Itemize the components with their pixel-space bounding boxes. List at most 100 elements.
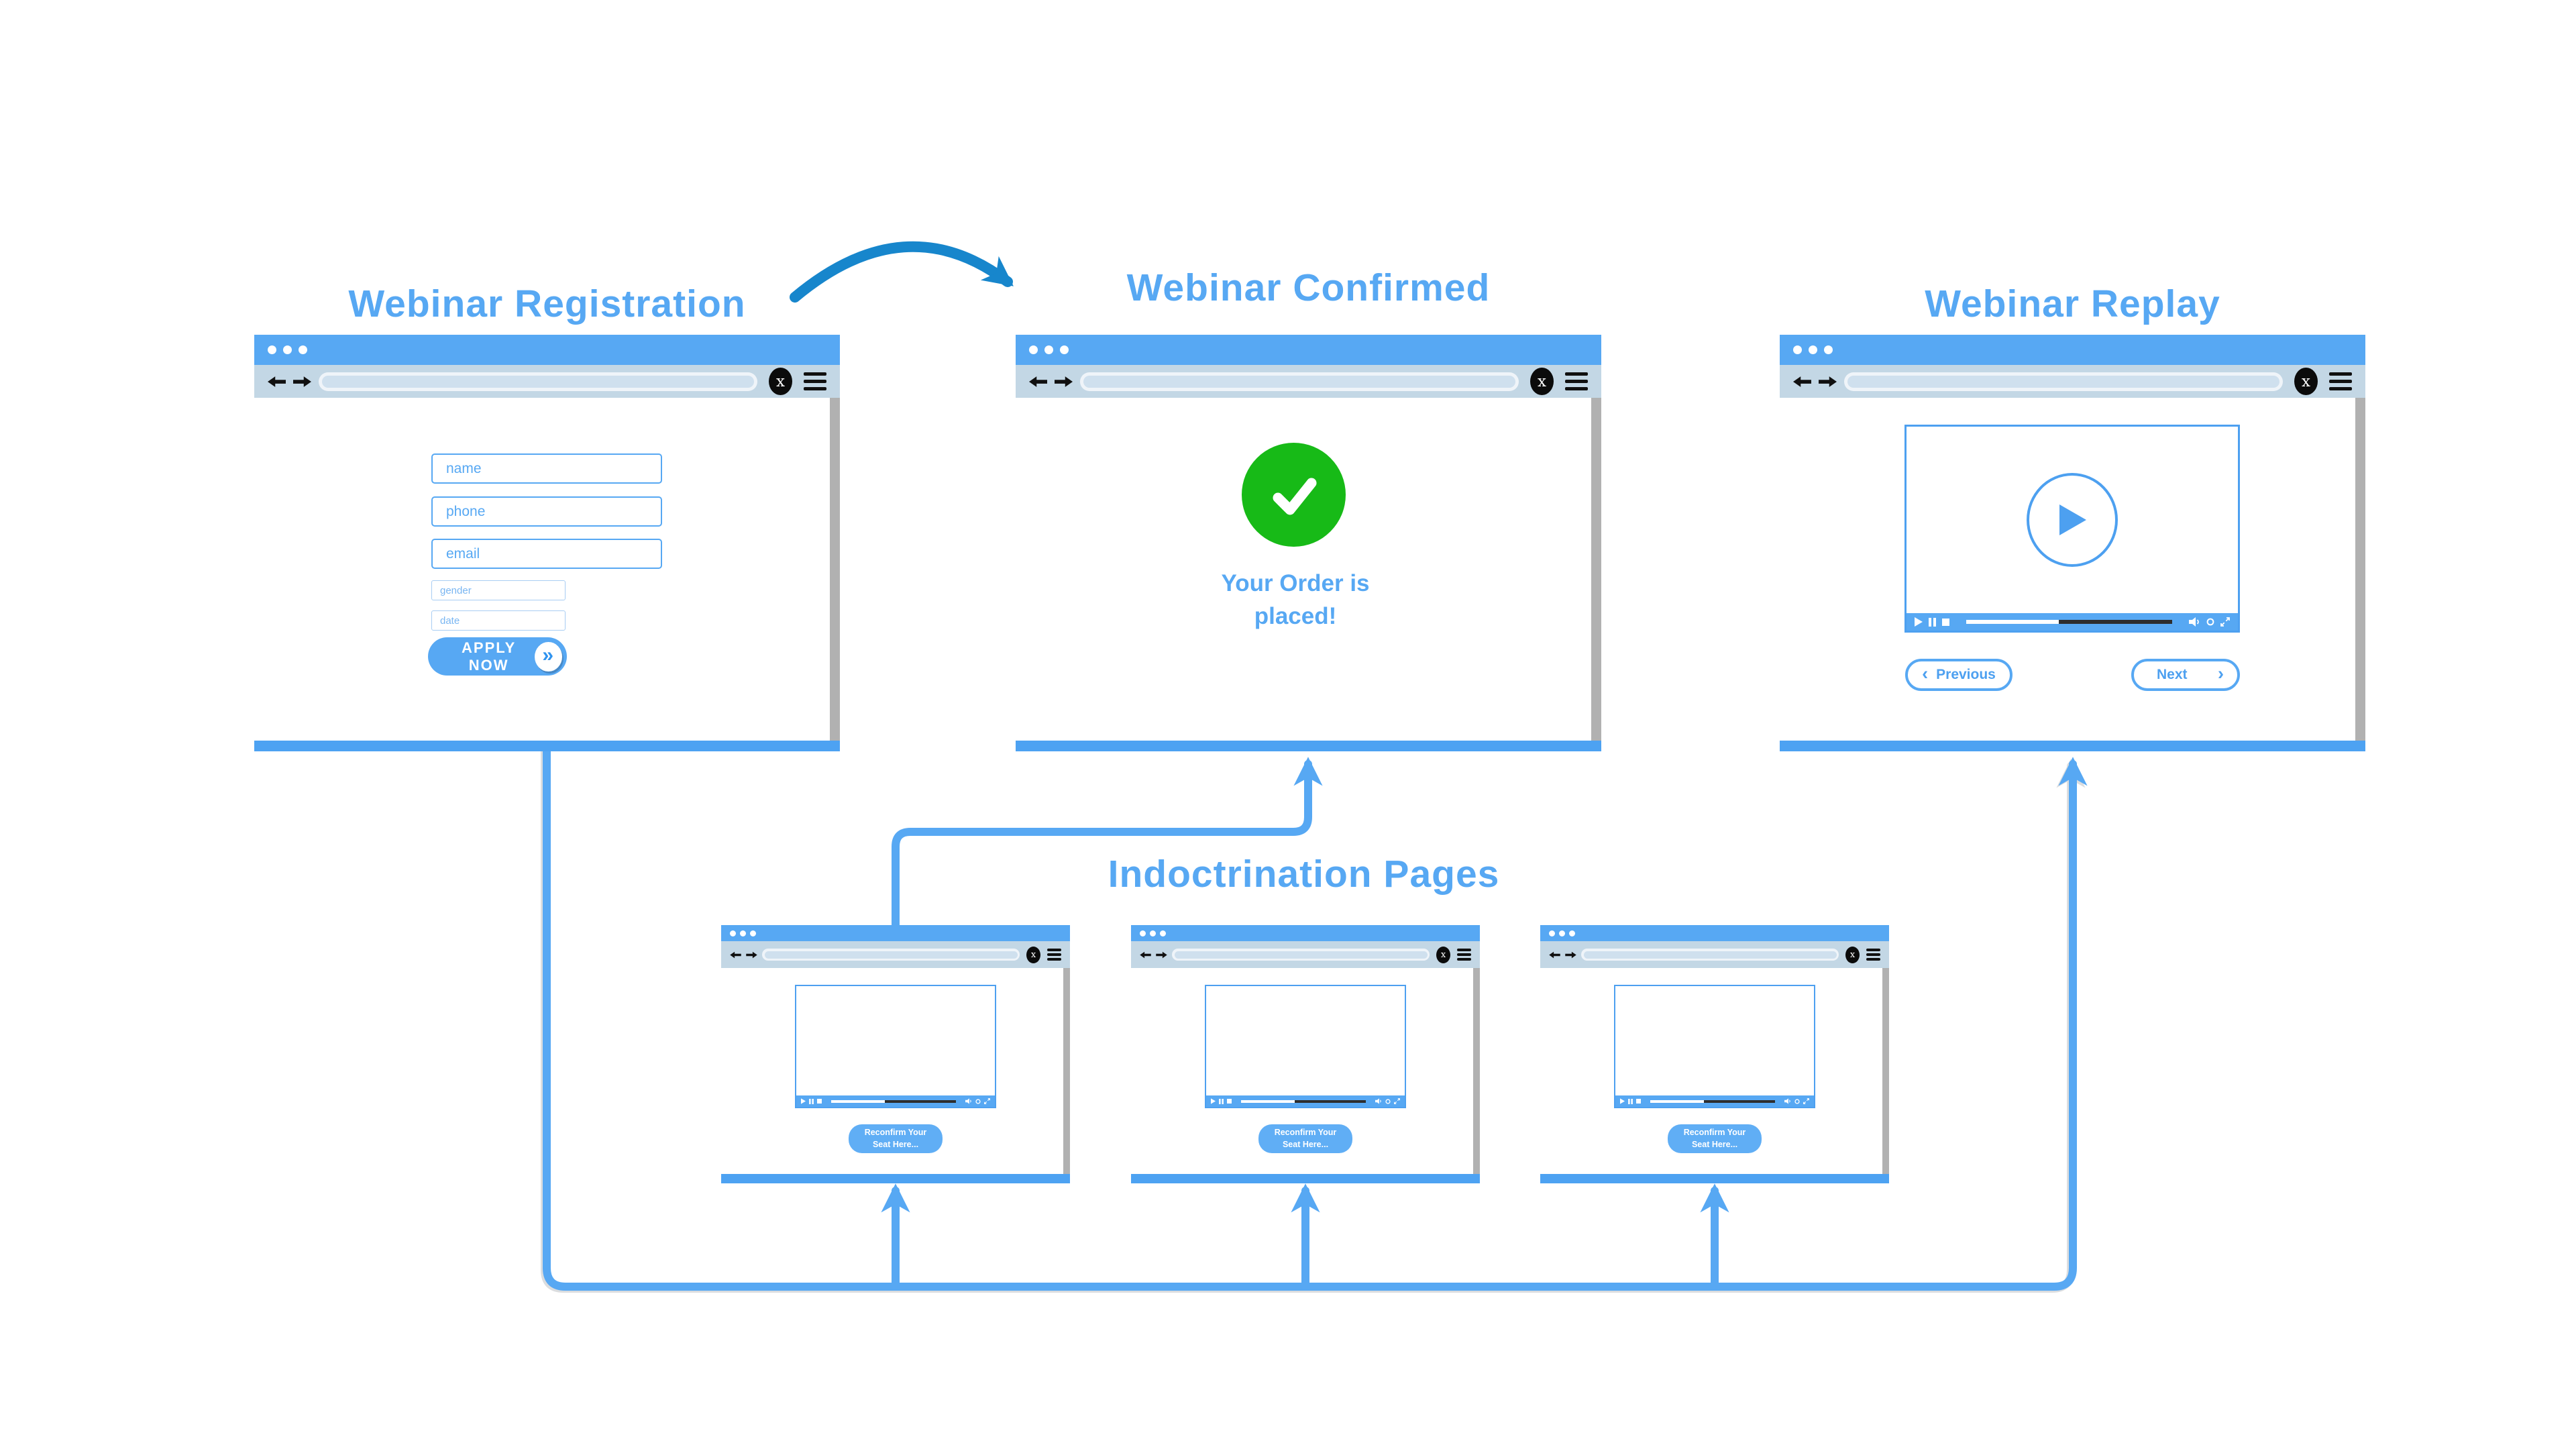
window-dot — [1044, 345, 1053, 354]
window-titlebar — [1131, 925, 1480, 941]
url-bar[interactable] — [762, 949, 1020, 961]
forward-icon[interactable] — [1819, 376, 1837, 388]
menu-icon[interactable] — [2329, 372, 2352, 390]
x-logo-letter: x — [1030, 949, 1036, 960]
scrollbar[interactable] — [1591, 398, 1601, 741]
back-icon[interactable] — [1549, 951, 1560, 959]
url-bar[interactable] — [1844, 372, 2283, 391]
date-field[interactable] — [431, 610, 566, 631]
stop-control-icon[interactable] — [817, 1099, 822, 1104]
indoc-window-2: x Reconfirm Your Seat Here... — [1131, 925, 1480, 1183]
progress-bar[interactable] — [1966, 620, 2172, 624]
window-dot — [1029, 345, 1038, 354]
menu-icon[interactable] — [1047, 949, 1061, 961]
reconfirm-seat-button[interactable]: Reconfirm Your Seat Here... — [1258, 1124, 1352, 1153]
browser-toolbar: x — [721, 941, 1070, 968]
forward-icon[interactable] — [1156, 951, 1167, 959]
replay-title: Webinar Replay — [1925, 282, 2220, 325]
window-dot — [1824, 345, 1833, 354]
registration-window: x APPLY NOW » — [254, 335, 840, 751]
progress-bar[interactable] — [1241, 1099, 1366, 1103]
fullscreen-icon[interactable] — [2220, 617, 2230, 627]
menu-icon[interactable] — [1866, 949, 1880, 961]
fullscreen-icon[interactable] — [1803, 1098, 1809, 1104]
window-bottom-bar — [1016, 741, 1601, 751]
scrollbar[interactable] — [1882, 968, 1889, 1174]
window-dot — [730, 930, 736, 936]
video-player — [1205, 985, 1406, 1108]
settings-icon[interactable] — [1385, 1098, 1391, 1104]
url-bar[interactable] — [1080, 372, 1519, 391]
menu-icon[interactable] — [1457, 949, 1471, 961]
reconfirm-seat-button[interactable]: Reconfirm Your Seat Here... — [1668, 1124, 1762, 1153]
forward-icon[interactable] — [1055, 376, 1073, 388]
play-control-icon[interactable] — [1620, 1098, 1625, 1104]
video-controls — [1907, 613, 2238, 631]
next-button[interactable]: Next › — [2131, 659, 2240, 691]
window-dot — [1160, 930, 1166, 936]
reconfirm-seat-button[interactable]: Reconfirm Your Seat Here... — [849, 1124, 943, 1153]
play-icon — [2059, 504, 2086, 535]
gender-field[interactable] — [431, 580, 566, 600]
back-icon[interactable] — [1140, 951, 1151, 959]
back-icon[interactable] — [268, 376, 286, 388]
video-player — [1614, 985, 1815, 1108]
url-bar[interactable] — [1172, 949, 1430, 961]
pause-control-icon[interactable] — [1929, 617, 1936, 627]
video-controls — [796, 1095, 995, 1107]
success-check-icon — [1242, 443, 1346, 547]
window-dot — [1809, 345, 1817, 354]
apply-now-button[interactable]: APPLY NOW » — [428, 637, 567, 676]
browser-toolbar: x — [1780, 365, 2365, 398]
url-bar[interactable] — [319, 372, 757, 391]
scrollbar[interactable] — [1063, 968, 1070, 1174]
indoc-window-1: x Reconfirm Your Seat Here... — [721, 925, 1070, 1183]
window-bottom-bar — [721, 1174, 1070, 1183]
scrollbar[interactable] — [1473, 968, 1480, 1174]
fullscreen-icon[interactable] — [984, 1098, 990, 1104]
forward-icon[interactable] — [293, 376, 311, 388]
settings-icon[interactable] — [975, 1098, 981, 1104]
volume-icon[interactable] — [1375, 1098, 1382, 1104]
browser-toolbar: x — [1540, 941, 1889, 968]
name-field[interactable] — [431, 453, 662, 484]
fullscreen-icon[interactable] — [1394, 1098, 1400, 1104]
play-control-icon[interactable] — [801, 1098, 806, 1104]
back-icon[interactable] — [730, 951, 741, 959]
back-icon[interactable] — [1029, 376, 1047, 388]
forward-icon[interactable] — [746, 951, 757, 959]
forward-icon[interactable] — [1565, 951, 1576, 959]
email-field[interactable] — [431, 539, 662, 569]
progress-bar[interactable] — [1650, 1099, 1775, 1103]
back-icon[interactable] — [1793, 376, 1811, 388]
play-control-icon[interactable] — [1915, 617, 1923, 627]
play-button[interactable] — [2027, 473, 2118, 567]
stop-control-icon[interactable] — [1227, 1099, 1232, 1104]
stop-control-icon[interactable] — [1636, 1099, 1641, 1104]
menu-icon[interactable] — [804, 372, 826, 390]
browser-toolbar: x — [1131, 941, 1480, 968]
arrow-registration-to-confirmed — [790, 241, 1014, 303]
settings-icon[interactable] — [2206, 618, 2214, 626]
menu-icon[interactable] — [1565, 372, 1588, 390]
pause-control-icon[interactable] — [1219, 1098, 1224, 1104]
indoc-page-content: Reconfirm Your Seat Here... — [1540, 968, 1889, 1174]
previous-button[interactable]: ‹ Previous — [1905, 659, 2012, 691]
volume-icon[interactable] — [1784, 1098, 1791, 1104]
previous-label: Previous — [1936, 667, 1996, 682]
scrollbar[interactable] — [830, 398, 840, 741]
phone-field[interactable] — [431, 496, 662, 527]
progress-bar[interactable] — [831, 1099, 956, 1103]
volume-icon[interactable] — [2189, 617, 2200, 627]
window-titlebar — [1540, 925, 1889, 941]
stop-control-icon[interactable] — [1942, 618, 1949, 626]
settings-icon[interactable] — [1794, 1098, 1800, 1104]
play-control-icon[interactable] — [1211, 1098, 1216, 1104]
pause-control-icon[interactable] — [809, 1098, 814, 1104]
url-bar[interactable] — [1581, 949, 1839, 961]
scrollbar[interactable] — [2355, 398, 2365, 741]
volume-icon[interactable] — [965, 1098, 972, 1104]
pause-control-icon[interactable] — [1628, 1098, 1633, 1104]
x-logo-icon: x — [769, 368, 792, 395]
indoc-page-content: Reconfirm Your Seat Here... — [1131, 968, 1480, 1174]
